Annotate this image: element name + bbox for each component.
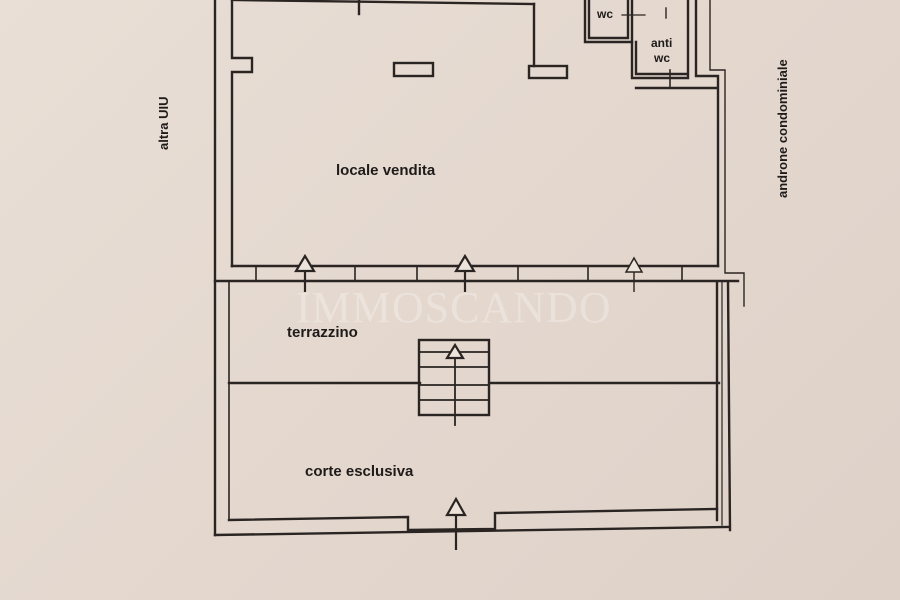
inner-wall-left-upper bbox=[230, 0, 254, 268]
entry-arrow-main bbox=[445, 496, 467, 517]
entry-arrow-1 bbox=[294, 253, 316, 273]
room-label-corte-esclusiva: corte esclusiva bbox=[305, 463, 414, 480]
outer-bottom bbox=[213, 525, 730, 537]
corte-bottom-inner bbox=[227, 507, 719, 532]
watermark: IMMOSCANDO bbox=[296, 283, 612, 332]
room-label-terrazzino: terrazzino bbox=[287, 324, 358, 341]
room-label-locale-vendita: locale vendita bbox=[336, 162, 436, 179]
room-label-anti: anti bbox=[651, 36, 673, 50]
neighbor-label-right: androne condominiale bbox=[775, 59, 790, 198]
entry-arrow-2 bbox=[454, 253, 476, 273]
pillar-top-right bbox=[527, 64, 569, 80]
stairs bbox=[417, 338, 491, 417]
wc-walls bbox=[583, 0, 634, 44]
right-wall-outer bbox=[694, 0, 720, 268]
right-wall-dotted bbox=[709, 0, 745, 307]
right-outer-wall bbox=[726, 280, 732, 532]
pillar-center bbox=[392, 61, 435, 78]
room-label-anti-wc: wc bbox=[654, 51, 671, 65]
neighbor-label-left: altra UIU bbox=[156, 96, 171, 150]
stairs-arrow bbox=[445, 342, 465, 360]
room-label-wc: wc bbox=[597, 7, 614, 21]
anti-wc-walls bbox=[630, 0, 690, 80]
top-wall bbox=[230, 0, 536, 6]
